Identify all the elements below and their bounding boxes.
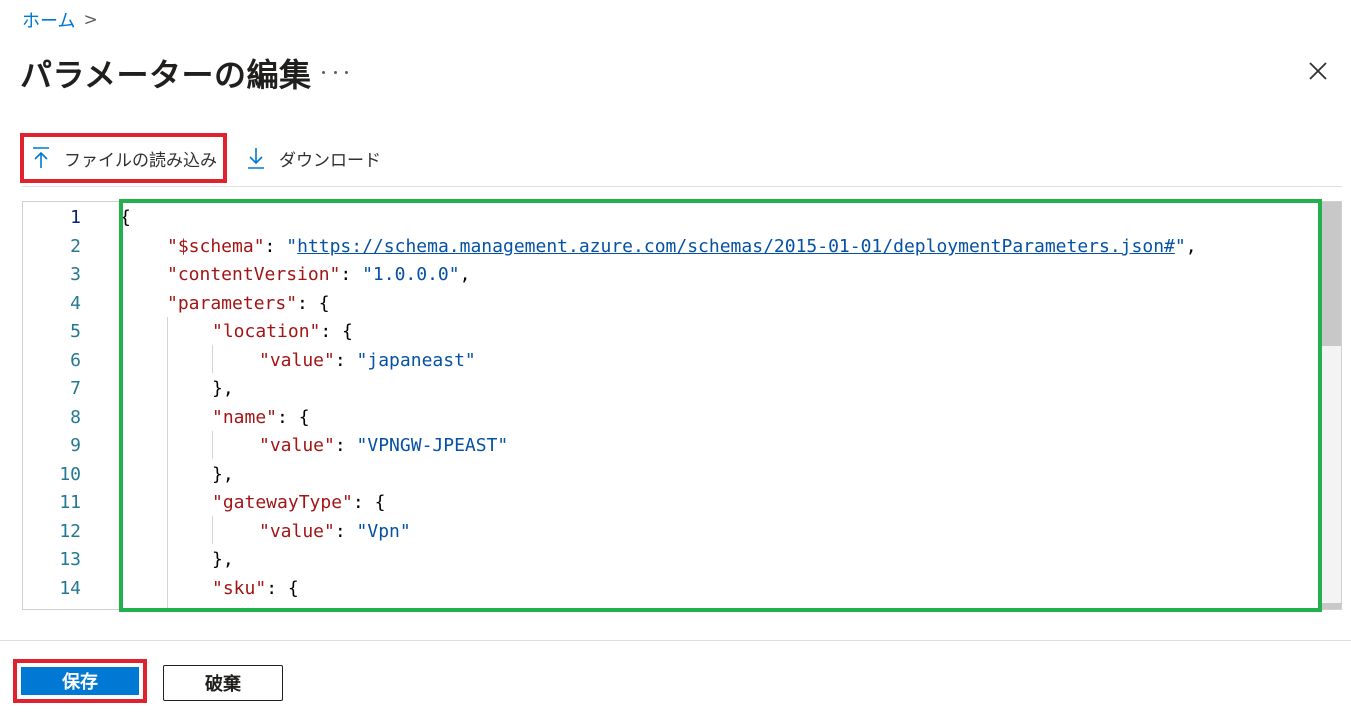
line-number: 7 bbox=[70, 378, 81, 399]
code-line: }, bbox=[212, 549, 234, 570]
line-number: 3 bbox=[70, 264, 81, 285]
code-line: "gatewayType": { bbox=[212, 492, 386, 513]
arrow-down-to-line-icon bbox=[248, 148, 264, 169]
toolbar-divider bbox=[22, 186, 1342, 187]
line-number: 9 bbox=[70, 435, 81, 456]
breadcrumb: ホーム > bbox=[22, 8, 98, 32]
code-line: "value": "VPNGW-JPEAST" bbox=[259, 435, 509, 456]
code-line: }, bbox=[212, 378, 234, 399]
line-number: 6 bbox=[70, 350, 81, 371]
code-area[interactable]: { "$schema": "https://schema.management.… bbox=[120, 202, 1319, 609]
code-line: "$schema": "https://schema.management.az… bbox=[167, 236, 1197, 257]
indent-guide bbox=[212, 345, 213, 373]
line-number: 14 bbox=[59, 578, 81, 599]
line-number: 1 bbox=[70, 207, 81, 228]
footer-divider bbox=[0, 640, 1351, 641]
close-icon[interactable] bbox=[1305, 58, 1331, 84]
breadcrumb-home-link[interactable]: ホーム bbox=[22, 11, 76, 32]
json-editor[interactable]: 1 2 3 4 5 6 7 8 9 10 11 12 13 14 { "$sch… bbox=[22, 201, 1342, 610]
code-line: "value": "Vpn" bbox=[259, 521, 411, 542]
line-number-gutter: 1 2 3 4 5 6 7 8 9 10 11 12 13 14 bbox=[23, 202, 119, 609]
line-number: 8 bbox=[70, 407, 81, 428]
toolbar: ファイルの読み込み ダウンロード bbox=[20, 132, 389, 184]
line-number: 12 bbox=[59, 521, 81, 542]
load-file-button[interactable]: ファイルの読み込み bbox=[20, 133, 227, 183]
download-label: ダウンロード bbox=[279, 150, 381, 171]
scrollbar-thumb[interactable] bbox=[1321, 206, 1341, 346]
indent-guide bbox=[212, 431, 213, 459]
save-highlight: 保存 bbox=[13, 659, 147, 703]
line-number: 5 bbox=[70, 321, 81, 342]
schema-url-link[interactable]: https://schema.management.azure.com/sche… bbox=[297, 236, 1175, 257]
code-line: }, bbox=[212, 464, 234, 485]
load-file-label: ファイルの読み込み bbox=[64, 150, 217, 171]
page-title: パラメーターの編集 bbox=[20, 56, 312, 94]
line-number: 4 bbox=[70, 293, 81, 314]
discard-button[interactable]: 破棄 bbox=[163, 665, 283, 701]
code-line: "value": "japaneast" bbox=[259, 350, 476, 371]
indent-guide bbox=[212, 516, 213, 544]
line-number: 2 bbox=[70, 236, 81, 257]
breadcrumb-separator: > bbox=[83, 10, 98, 30]
line-number: 10 bbox=[59, 464, 81, 485]
code-line: "contentVersion": "1.0.0.0", bbox=[167, 264, 471, 285]
vertical-scrollbar[interactable] bbox=[1321, 202, 1341, 609]
line-number: 13 bbox=[59, 549, 81, 570]
code-line: "name": { bbox=[212, 407, 310, 428]
indent-guide bbox=[167, 317, 168, 609]
code-line: { bbox=[120, 207, 131, 228]
code-line: "sku": { bbox=[212, 578, 299, 599]
line-number: 11 bbox=[59, 492, 81, 513]
arrow-up-to-line-icon bbox=[33, 147, 49, 168]
code-line: "location": { bbox=[212, 321, 353, 342]
code-line: "parameters": { bbox=[167, 293, 330, 314]
save-button[interactable]: 保存 bbox=[21, 667, 139, 695]
download-button[interactable]: ダウンロード bbox=[237, 135, 389, 181]
ellipsis-icon[interactable] bbox=[322, 62, 348, 82]
